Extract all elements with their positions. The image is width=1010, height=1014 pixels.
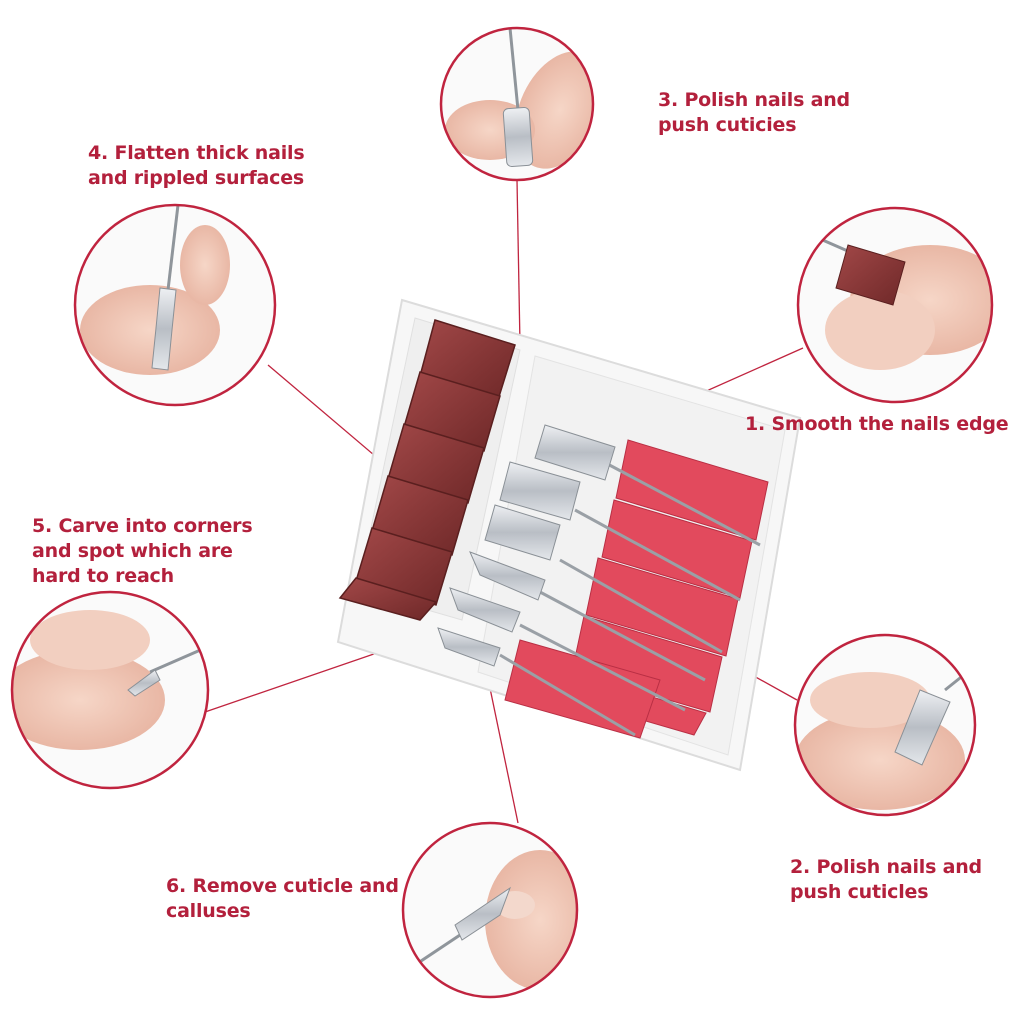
drill-bit-1	[534, 424, 761, 547]
label-step1: 1. Smooth the nails edge	[745, 412, 1009, 437]
label-step4: 4. Flatten thick nails and rippled surfa…	[88, 141, 305, 191]
sanding-bands	[338, 319, 516, 621]
sanding-band	[338, 577, 438, 621]
detail-circle-step3	[439, 26, 595, 182]
label-step1-line1: 1. Smooth the nails edge	[745, 413, 1009, 435]
label-step3: 3. Polish nails and push cuticies	[658, 88, 850, 138]
label-step2-line1: 2. Polish nails and	[790, 856, 982, 878]
drill-bit-3	[484, 504, 723, 654]
drill-bit-6	[437, 627, 636, 737]
label-step2-line2: push cuticles	[790, 881, 929, 903]
detail-circle-step2	[793, 633, 977, 817]
label-step6: 6. Remove cuticle and calluses	[166, 874, 399, 924]
drill-bits	[437, 424, 761, 737]
sponge-block	[601, 499, 753, 599]
detail-circle-step6	[401, 821, 579, 999]
label-step2: 2. Polish nails and push cuticles	[790, 855, 982, 905]
detail-circle-step5	[10, 590, 210, 790]
label-step3-line2: push cuticies	[658, 114, 797, 136]
label-step5: 5. Carve into corners and spot which are…	[32, 514, 253, 589]
drill-bit-4	[469, 551, 706, 682]
label-step5-line2: and spot which are	[32, 540, 233, 562]
detail-circle-step4	[73, 203, 277, 407]
label-step6-line1: 6. Remove cuticle and	[166, 875, 399, 897]
label-step3-line1: 3. Polish nails and	[658, 89, 850, 111]
sponge-block	[585, 557, 739, 657]
label-step6-line2: calluses	[166, 900, 251, 922]
label-step5-line1: 5. Carve into corners	[32, 515, 253, 537]
sponge-block	[504, 639, 661, 739]
sponge-blocks	[504, 439, 769, 739]
sponge-block	[615, 439, 769, 541]
label-step4-line2: and rippled surfaces	[88, 167, 305, 189]
label-step5-line3: hard to reach	[32, 565, 174, 587]
label-step4-line1: 4. Flatten thick nails	[88, 142, 305, 164]
detail-circle-step1	[796, 206, 994, 404]
drill-bit-2	[499, 461, 741, 602]
drill-bit-5	[449, 587, 686, 712]
